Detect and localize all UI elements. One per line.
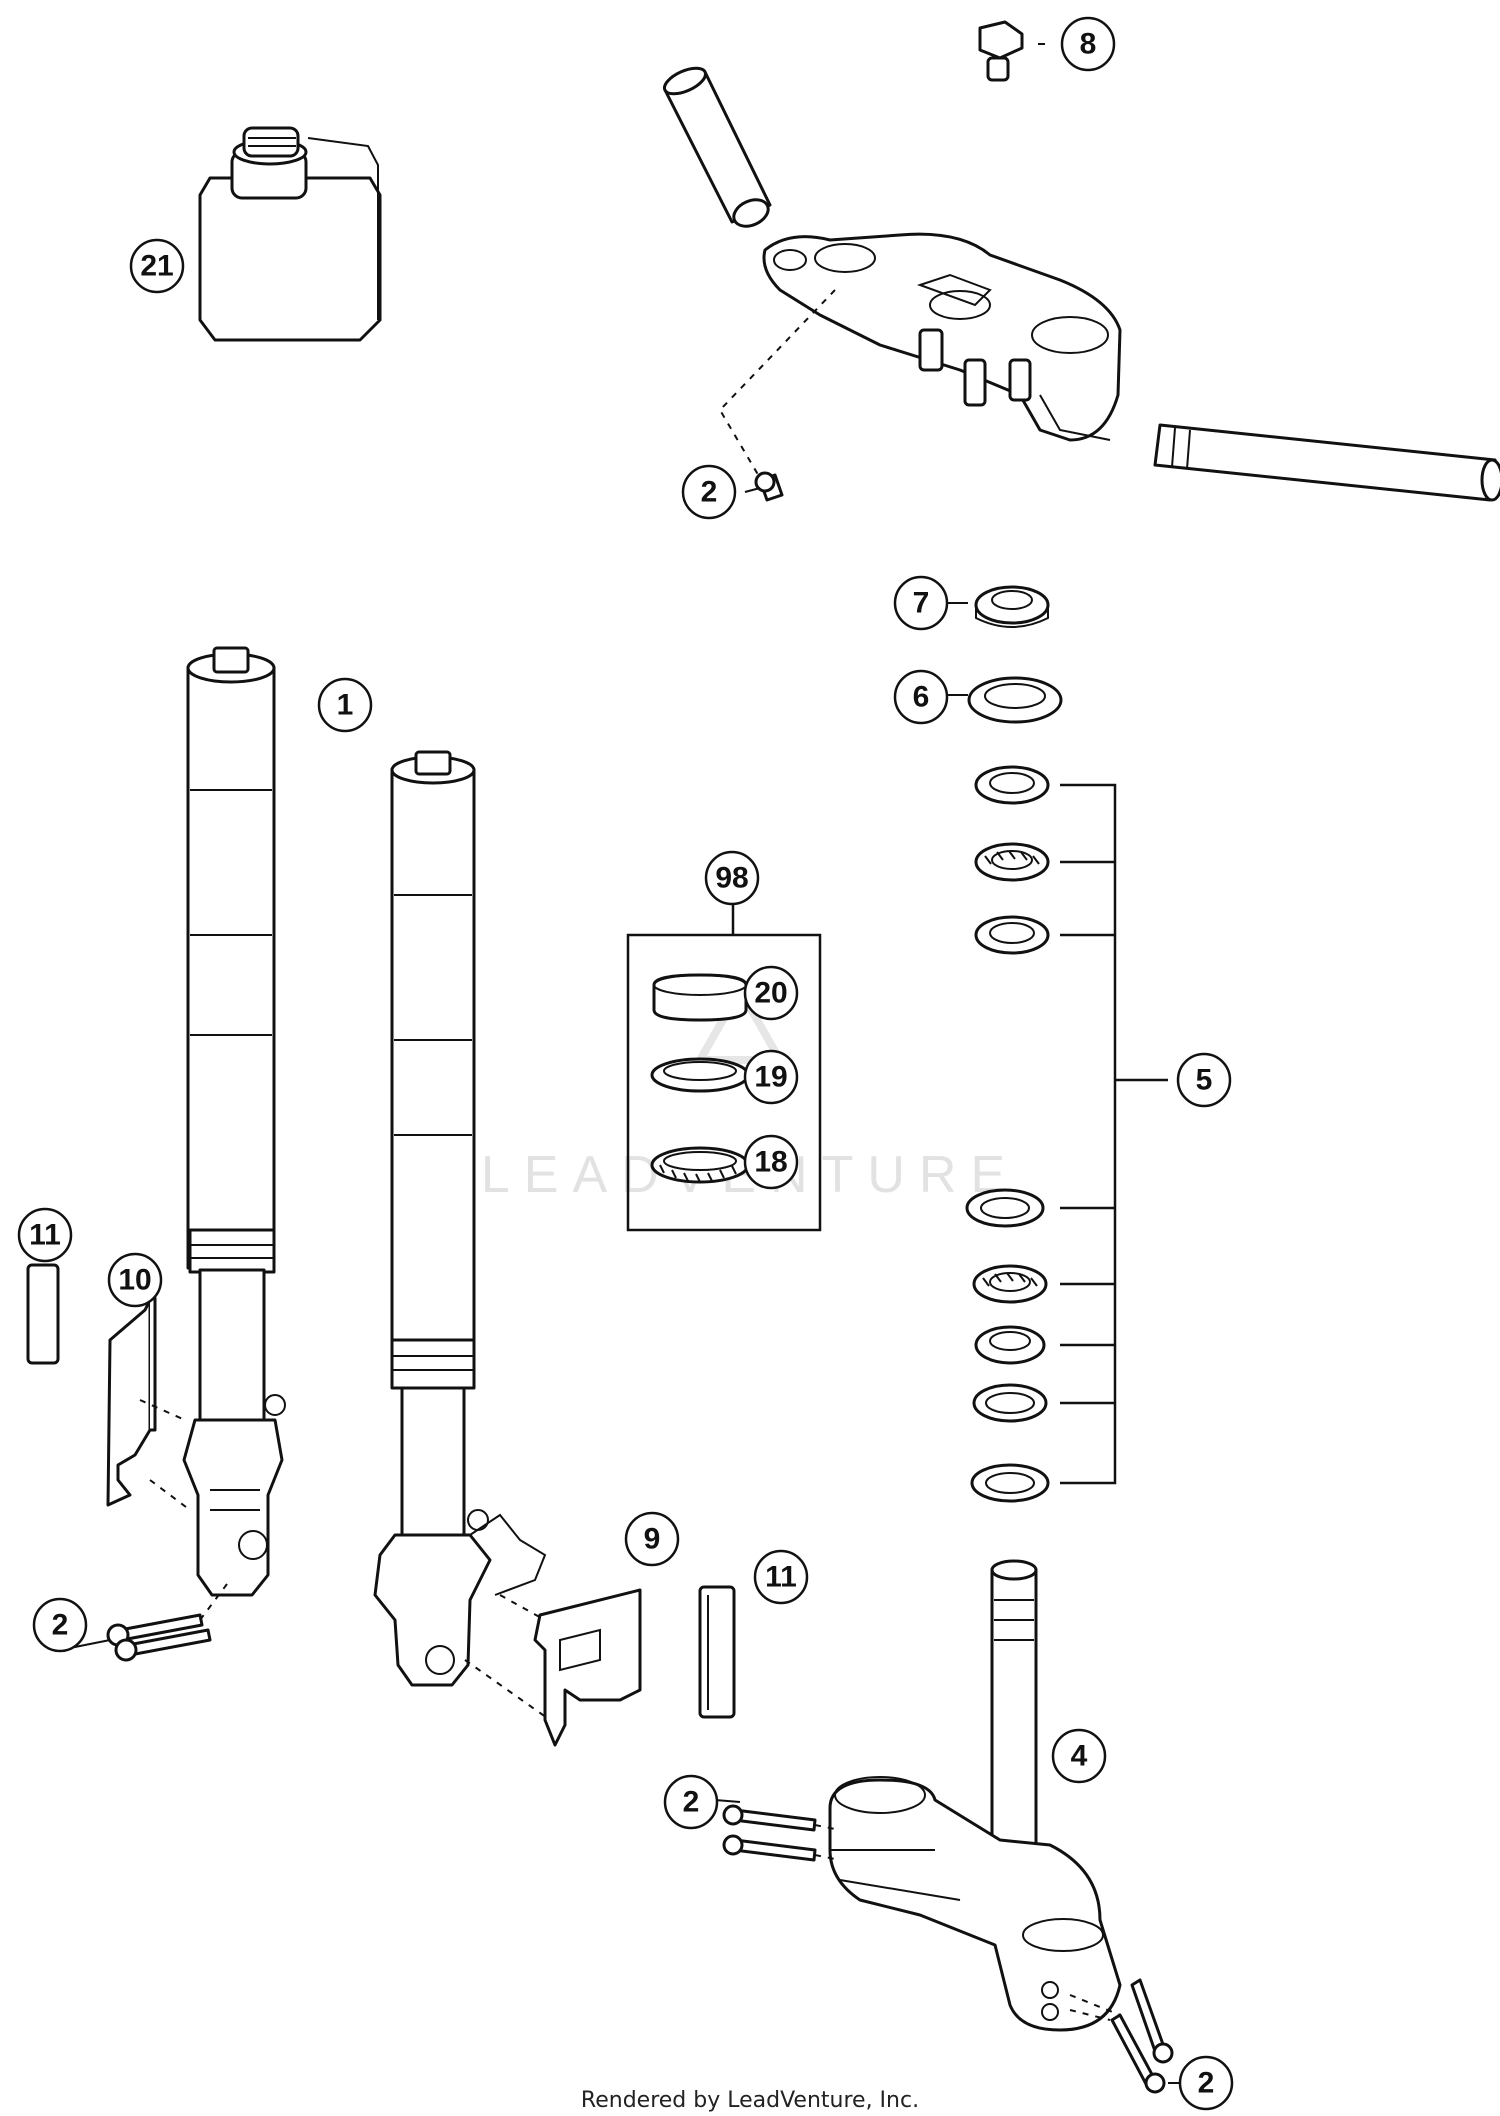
svg-text:21: 21: [140, 250, 173, 283]
svg-text:20: 20: [754, 977, 787, 1010]
svg-text:1: 1: [337, 689, 354, 722]
lower-triple-clamp[interactable]: [828, 1776, 1122, 2032]
callout-19: 19: [743, 1049, 799, 1105]
svg-text:11: 11: [29, 1219, 61, 1252]
steering-bearing-kit[interactable]: [965, 765, 1050, 1503]
svg-text:2: 2: [701, 476, 718, 509]
svg-text:11: 11: [765, 1561, 797, 1594]
svg-text:2: 2: [683, 1786, 700, 1819]
callout-11-left: 11: [17, 1207, 73, 1263]
left-handlebar-tube[interactable]: [661, 63, 772, 231]
right-guard-bracket[interactable]: [533, 1588, 642, 1747]
left-pad[interactable]: [26, 1263, 60, 1365]
callout-9: 9: [624, 1511, 680, 1567]
callout-2-top: 2: [681, 464, 737, 520]
svg-text:19: 19: [754, 1061, 787, 1094]
callout-18: 18: [743, 1134, 799, 1190]
callout-2-left: 2: [32, 1597, 88, 1653]
svg-text:18: 18: [754, 1146, 787, 1179]
callout-11-right: 11: [753, 1549, 809, 1605]
svg-text:7: 7: [913, 587, 930, 620]
svg-text:9: 9: [644, 1523, 661, 1556]
fork-oil-can[interactable]: [198, 126, 382, 342]
svg-text:4: 4: [1071, 1740, 1088, 1773]
callout-10: 10: [107, 1252, 163, 1308]
callout-98: 98: [704, 850, 760, 906]
callout-21: 21: [129, 238, 185, 294]
callout-5: 5: [1176, 1052, 1232, 1108]
steering-stem[interactable]: [990, 1559, 1038, 1872]
footer-credit: Rendered by LeadVenture, Inc.: [580, 2088, 920, 2113]
callout-20: 20: [743, 965, 799, 1021]
right-handlebar-tube[interactable]: [1153, 423, 1500, 502]
clamp-screw-top[interactable]: [754, 471, 784, 502]
top-dust-seal[interactable]: [974, 585, 1050, 628]
svg-text:8: 8: [1080, 28, 1097, 61]
svg-text:2: 2: [1198, 2067, 1215, 2100]
right-fork-leg[interactable]: [373, 750, 547, 1687]
callout-2-lower-right: 2: [1178, 2055, 1234, 2111]
top-bolt[interactable]: [978, 20, 1024, 82]
lower-clamp-bolts-left[interactable]: [722, 1804, 817, 1862]
svg-text:5: 5: [1196, 1064, 1213, 1097]
left-fork-leg[interactable]: [182, 646, 286, 1597]
svg-text:6: 6: [913, 681, 930, 714]
axle-clamp-bolts[interactable]: [106, 1613, 212, 1662]
upper-triple-clamp[interactable]: [762, 232, 1122, 442]
left-guard-bracket[interactable]: [106, 1296, 157, 1507]
callout-1: 1: [317, 677, 373, 733]
svg-text:2: 2: [52, 1609, 69, 1642]
lower-clamp-bolts-right[interactable]: [1110, 1978, 1174, 2094]
callout-7: 7: [893, 575, 949, 631]
svg-text:10: 10: [118, 1264, 151, 1297]
upper-bearing[interactable]: [967, 676, 1063, 724]
right-pad[interactable]: [698, 1585, 736, 1719]
callout-6: 6: [893, 669, 949, 725]
svg-text:98: 98: [715, 862, 748, 895]
callout-2-lower-left: 2: [663, 1774, 719, 1830]
callout-4: 4: [1051, 1728, 1107, 1784]
callout-8: 8: [1060, 16, 1116, 72]
